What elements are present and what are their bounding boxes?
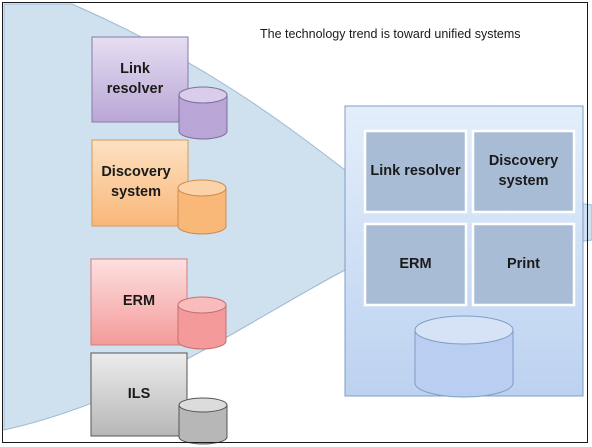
erm-database-icon xyxy=(177,296,227,350)
trend-caption: The technology trend is toward unified s… xyxy=(260,27,521,41)
erm-box xyxy=(90,258,188,346)
unified-database-icon xyxy=(414,315,514,398)
ils-database-icon xyxy=(178,397,228,445)
unified-module-link-resolver-label: Link resolver xyxy=(370,162,461,179)
ils-box xyxy=(90,352,188,437)
discovery-system-box xyxy=(91,139,189,227)
unified-module-discovery-system-label: Discovery system xyxy=(488,152,559,189)
unified-module-erm-label: ERM xyxy=(399,255,432,272)
ils-label: ILS xyxy=(127,385,151,402)
unified-module-erm-box xyxy=(363,222,468,307)
slide-border xyxy=(2,2,588,443)
unified-module-discovery-system-box xyxy=(471,129,576,214)
discovery-system-database-icon xyxy=(177,179,227,235)
link-resolver-label: Link resolver xyxy=(106,60,164,97)
unified-module-print-label: Print xyxy=(506,255,541,272)
unified-module-link-resolver-box xyxy=(363,129,468,214)
link-resolver-box xyxy=(91,36,189,123)
discovery-system-label: Discovery system xyxy=(101,164,171,200)
erm-label: ERM xyxy=(122,293,156,310)
link-resolver-database-icon xyxy=(178,86,228,140)
unified-module-print-box xyxy=(471,222,576,307)
